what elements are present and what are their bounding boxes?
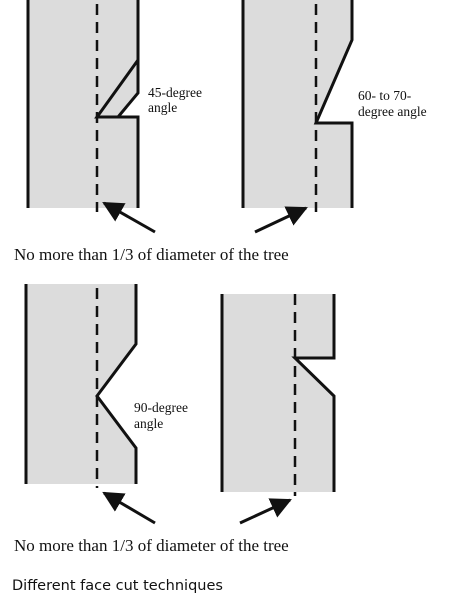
angle-label-3b: angle	[134, 416, 163, 431]
panel-step-cut	[220, 294, 336, 496]
panel-90-degree: 90-degree angle	[24, 284, 188, 488]
trunk-1	[28, 0, 138, 208]
arrow-top-left	[102, 201, 156, 234]
angle-label-1b: angle	[148, 100, 177, 115]
arrow-bottom-right	[239, 498, 292, 525]
face-cut-diagram: 45-degree angle 60- to 70- degree angle …	[14, 0, 427, 555]
arrow-top-right	[254, 206, 308, 234]
angle-label-2a: 60- to 70-	[358, 88, 412, 103]
top-note: No more than 1/3 of diameter of the tree	[14, 245, 289, 264]
angle-label-1a: 45-degree	[148, 85, 202, 100]
trunk-3	[26, 284, 136, 484]
panel-45-degree: 45-degree angle	[26, 0, 202, 212]
figure-caption: Different face cut techniques	[12, 578, 223, 594]
bottom-note: No more than 1/3 of diameter of the tree	[14, 536, 289, 555]
trunk-4	[222, 294, 334, 492]
panel-60-70-degree: 60- to 70- degree angle	[241, 0, 427, 212]
angle-label-3a: 90-degree	[134, 400, 188, 415]
angle-label-2b: degree angle	[358, 104, 427, 119]
trunk-2	[243, 0, 352, 208]
arrow-bottom-left	[102, 491, 156, 525]
